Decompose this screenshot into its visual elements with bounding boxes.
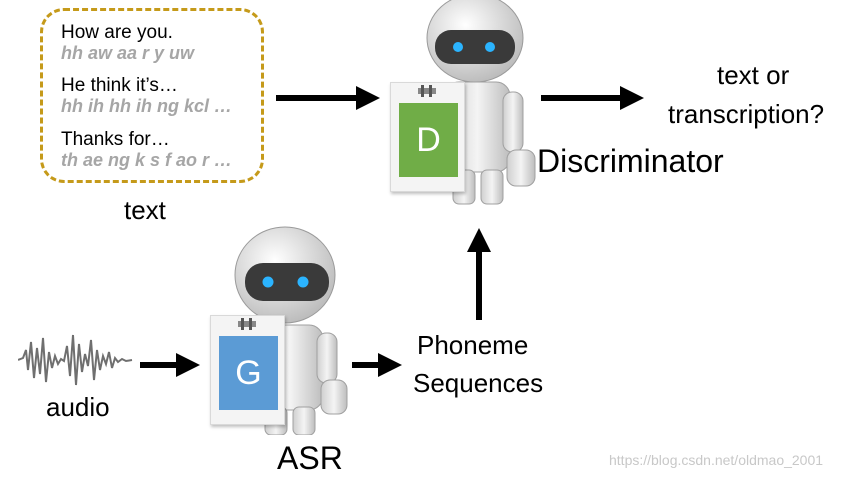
clip-icon [418,85,436,97]
clip-icon [238,318,256,330]
phoneme-label-line-2: Sequences [413,368,544,398]
audio-waveform-icon [18,334,133,386]
output-label-line-1: text or [717,60,790,90]
phonemes-3: th ae ng k s f ao r … [61,150,233,170]
sentence-3: Thanks for… [61,129,170,150]
phonemes-1: hh aw aa r y uw [61,43,195,63]
discriminator-label: Discriminator [537,143,724,179]
phonemes-2: hh ih hh ih ng kcl … [61,96,232,116]
sentence-2: He think it’s… [61,75,178,96]
audio-label: audio [46,392,110,422]
generator-letter: G [235,353,262,392]
discriminator-letter-box: D [399,103,458,177]
text-examples-box [40,8,264,183]
generator-letter-box: G [219,336,278,410]
output-label-line-2: transcription? [668,99,825,129]
sentence-1: How are you. [61,22,173,43]
watermark: https://blog.csdn.net/oldmao_2001 [609,452,824,468]
phoneme-label-line-1: Phoneme [417,330,529,360]
discriminator-letter: D [416,120,441,159]
text-label: text [124,195,166,225]
generator-clipboard: G [210,315,285,425]
generator-label: ASR [277,440,343,476]
discriminator-clipboard: D [390,82,465,192]
